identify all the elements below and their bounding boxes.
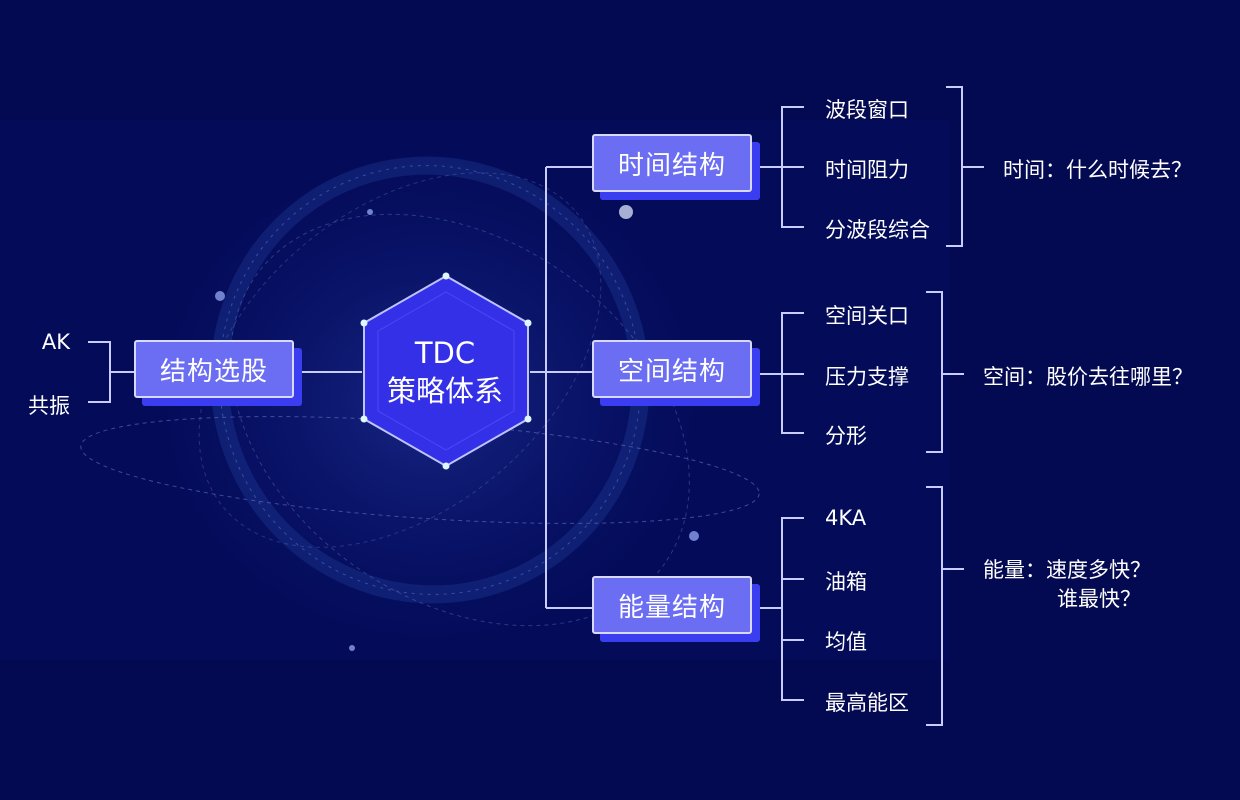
connector-line [88, 341, 111, 403]
star-dot [367, 209, 373, 215]
leaf-item: 均值 [825, 630, 867, 654]
bracket [926, 291, 943, 453]
summary-text: 空间：股价去往哪里？ [983, 365, 1193, 389]
leaf-item: 空间关口 [825, 304, 909, 328]
branch-box-energy: 能量结构 [592, 576, 760, 642]
leaf-item: 油箱 [825, 570, 867, 594]
summary-text: 谁最快？ [1057, 587, 1141, 611]
left-item-ak: AK [41, 330, 70, 354]
leaf-item: 时间阻力 [825, 158, 909, 182]
star-dot [215, 291, 225, 301]
orbit-ring [230, 213, 690, 627]
center-title-line2: 策略体系 [386, 374, 503, 408]
leaf-item: 4KA [825, 506, 867, 530]
leaf-item: 波段窗口 [825, 98, 909, 122]
center-title: TDC 策略体系 [370, 334, 520, 410]
branch-box-space: 空间结构 [592, 340, 760, 406]
branch-label: 能量结构 [592, 576, 752, 634]
summary-text: 能量：速度多快？ [983, 558, 1151, 582]
branch-box-time: 时间结构 [592, 134, 760, 200]
branch-label: 时间结构 [592, 134, 752, 192]
center-title-line1: TDC [414, 336, 476, 370]
connector-line [781, 517, 804, 701]
orbit-ring [210, 156, 650, 604]
leaf-item: 压力支撑 [825, 365, 909, 389]
summary-text: 时间：什么时候去？ [1003, 158, 1192, 182]
bracket [926, 486, 943, 726]
branch-label: 空间结构 [592, 340, 752, 398]
leaf-item: 分形 [825, 424, 867, 448]
leaf-item: 最高能区 [825, 691, 909, 715]
star-dot [349, 645, 355, 651]
orbit-ring [198, 172, 602, 548]
leaf-item: 分波段综合 [825, 218, 930, 242]
star-dot [619, 205, 633, 219]
star-dot [689, 531, 699, 541]
left-node-label: 结构选股 [134, 340, 294, 398]
left-item-resonance: 共振 [28, 394, 70, 418]
left-node-box: 结构选股 [134, 340, 302, 406]
